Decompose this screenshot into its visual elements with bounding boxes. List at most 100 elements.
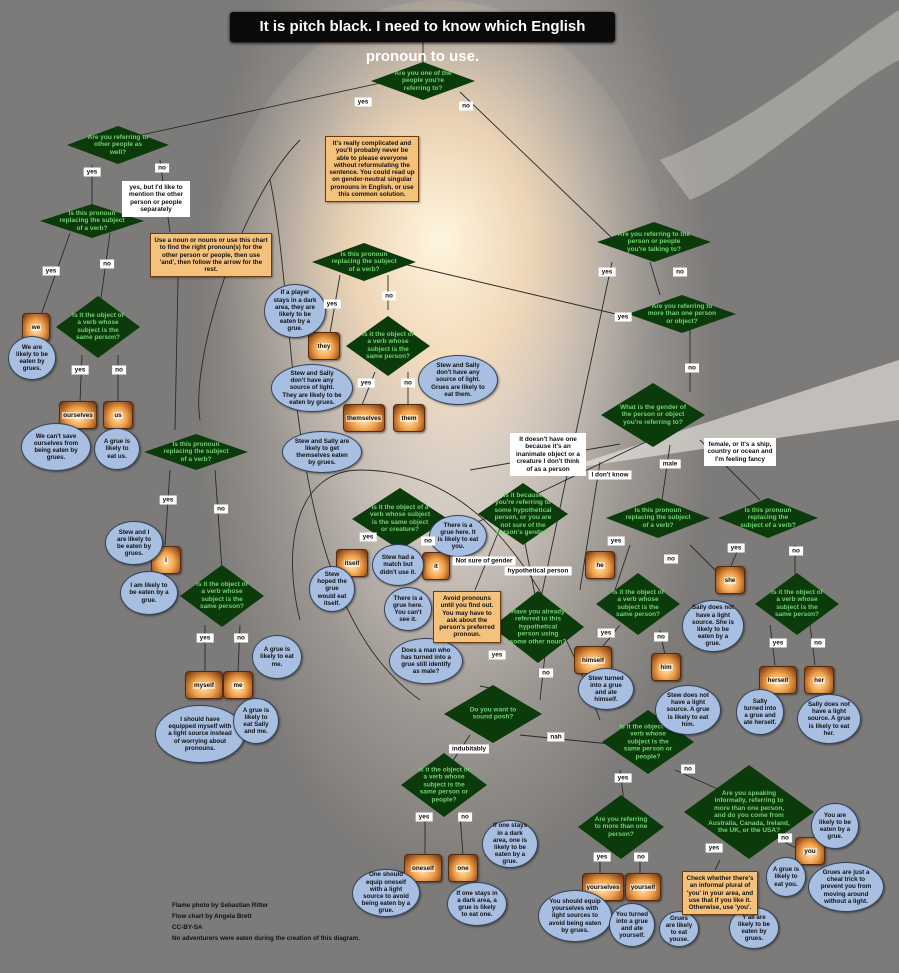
edge-label-yes: yes [614,773,632,783]
pronoun-her: her [804,666,834,694]
credit-chart: Flow chart by Angela Brett [172,913,252,920]
edge-label-hypothetical: hypothetical person [504,566,572,576]
edge-label-indubitably: indubitably [448,744,490,754]
pronoun-myself: myself [185,671,223,699]
edge-label-not-sure-gender: Not sure of gender [452,556,516,566]
edge-label-no: no [789,546,803,556]
example-bubble: A grue is likely to eat us. [94,428,140,470]
example-bubble: Does a man who has turned into a grue st… [389,638,463,684]
example-bubble: You are likely to be eaten by a grue. [811,803,859,849]
edge-label-no: no [539,668,553,678]
decision-diamond: Is it the object of a verb whose subject… [346,316,430,376]
edge-label-no: no [234,633,248,643]
example-bubble: A grue is likely to eat Sally and me. [233,698,279,744]
example-bubble: There is a grue here. You can't see it. [384,587,432,631]
advice-box-avoid-pronouns: Avoid pronouns until you find out. You m… [433,591,501,643]
edge-label-inanimate: It doesn't have one because it's an inan… [510,433,586,477]
edge-label-yes: yes [83,167,101,177]
pronoun-us: us [103,401,133,429]
edge-label-nah: nah [547,732,565,742]
decision-diamond: Are you referring to more than one perso… [578,795,664,859]
pronoun-him: him [651,653,681,681]
advice-box-informal-plural: Check whether there's an informal plural… [682,871,758,916]
edge-label-female: female, or it's a ship, country or ocean… [704,438,776,467]
example-bubble: One should equip oneself with a light so… [352,869,420,917]
edge-label-yes: yes [415,812,433,822]
edge-label-no: no [778,833,792,843]
edge-label-i-dont-know: I don't know [588,470,632,480]
credit-photo: Flame photo by Sebastian Ritter [172,902,269,909]
decision-diamond: Is this pronoun replacing the subject of… [718,498,818,538]
edge-label-no: no [214,504,228,514]
edge-label-yes: yes [159,495,177,505]
example-bubble: We can't save ourselves from being eaten… [21,423,91,471]
edge-label-yes: yes [323,299,341,309]
pronoun-them: them [393,404,425,432]
example-bubble: Sally does not have a light source. She … [682,600,744,652]
edge-label-mention-separately: yes, but I'd like to mention the other p… [122,181,190,217]
edge-label-no: no [100,259,114,269]
example-bubble: Grues are just a cheal trick to prevent … [808,862,884,912]
decision-diamond: What is the gender of the person or obje… [601,383,705,447]
example-bubble: You turned into a grue and ate yourself. [609,903,655,947]
decision-diamond: Are you referring to more than one perso… [628,295,736,333]
decision-diamond: Are you referring to other people as wel… [67,126,169,164]
example-bubble: If one stays in a dark area, a grue is l… [447,882,507,926]
example-bubble: If one stays in a dark area, one is like… [482,820,538,868]
decision-diamond: Do you want to sound posh? [444,685,542,743]
decision-diamond: Are you one of the people you're referri… [371,62,475,100]
edge-label-yes: yes [357,378,375,388]
edge-label-yes: yes [196,633,214,643]
example-bubble: Stew hoped the grue would eat itself. [309,566,355,612]
example-bubble: There is a grue here. It is likely to ea… [429,515,487,557]
edge-label-male: male [659,459,681,469]
decision-diamond: Is this pronoun replacing the subject of… [144,434,248,470]
example-bubble: Sally does not have a light source. A gr… [797,694,861,744]
edge-label-yes: yes [593,852,611,862]
credits: Flame photo by Sebastian Ritter Flow cha… [172,900,360,944]
edge-label-no: no [673,267,687,277]
edge-label-no: no [112,365,126,375]
pronoun-one: one [448,854,478,882]
pronoun-themselves: themselves [343,404,385,432]
edge-label-yes: yes [769,638,787,648]
example-bubble: Stew and Sally don't have any source of … [418,355,498,405]
edge-label-yes: yes [607,536,625,546]
title-banner: It is pitch black. I need to know which … [230,12,615,65]
decision-diamond: Is it the object of a verb whose subject… [401,753,487,817]
edge-label-no: no [681,764,695,774]
credit-license: CC-BY-SA [172,924,203,931]
decision-diamond: Is it the object of a verb whose subject… [56,296,140,358]
example-bubble: If a player stays in a dark area, they a… [264,284,326,338]
edge-label-yes: yes [598,267,616,277]
edge-label-yes: yes [354,97,372,107]
edge-label-no: no [811,638,825,648]
pronoun-he: he [585,551,615,579]
decision-diamond: Is this pronoun replacing the subject of… [312,243,416,281]
example-bubble: Sally turned into a grue and ate herself… [736,689,784,735]
decision-diamond: Is it because you're referring to some h… [478,483,568,545]
decision-diamond: Is it the object of a verb whose subject… [755,573,839,635]
pronoun-yourselves: yourselves [582,873,624,901]
example-bubble: You should equip yourselves with light s… [538,890,612,942]
example-bubble: Stew turned into a grue and ate himself. [578,668,634,710]
edge-label-yes: yes [359,532,377,542]
advice-box-complicated: It's really complicated and you'll proba… [325,136,419,203]
edge-label-no: no [458,812,472,822]
edge-label-no: no [654,632,668,642]
pronoun-we: we [22,313,50,341]
decision-diamond: Have you already referred to this hypoth… [492,591,584,663]
advice-box-separately: Use a noun or nouns or use this chart to… [150,233,272,278]
example-bubble: Stew and I are likely to be eaten by gru… [105,521,163,565]
pronoun-it: it [422,552,450,580]
example-bubble: A grue is likely to eat you. [766,857,806,897]
edge-label-yes: yes [727,543,745,553]
edge-label-no: no [664,554,678,564]
edge-label-yes: yes [42,266,60,276]
example-bubble: Stew and Sally don't have any source of … [271,364,353,412]
pronoun-they: they [308,332,340,360]
decision-diamond: Is this pronoun replacing the subject of… [606,498,710,538]
edge-label-no: no [401,378,415,388]
edge-label-no: no [459,101,473,111]
edge-label-no: no [685,363,699,373]
